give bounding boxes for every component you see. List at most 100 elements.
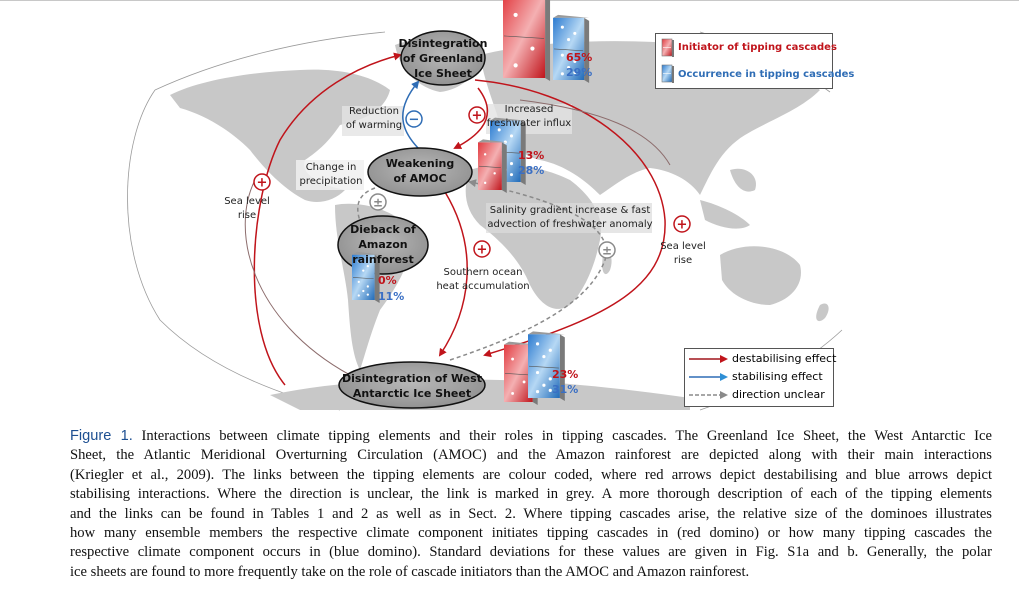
label-bg-reduction: [342, 106, 404, 136]
node-greenland-label: Disintegration of Greenland Ice Sheet: [396, 36, 490, 81]
label-line: Sea level: [224, 196, 270, 207]
label-bg-salinity: [486, 203, 652, 233]
label-line: freshwater influx: [486, 118, 572, 129]
arrow-salinity: [449, 179, 607, 361]
legend-arrow-icons: [689, 355, 728, 399]
caption-line: (Kriegler et al., 2009). The links betwe…: [70, 466, 992, 483]
sign-plus-sea-level-left: +: [253, 173, 271, 191]
svg-text:+: +: [257, 176, 268, 191]
pct-amoc-initiator: 13%: [518, 149, 545, 162]
svg-text:+: +: [677, 218, 688, 233]
node-greenland-line-3: Ice Sheet: [414, 67, 472, 80]
node-amoc-line-1: Weakening: [385, 157, 455, 170]
label-line: rise: [237, 210, 257, 221]
caption-line: how many ensemble members the respective…: [70, 525, 992, 542]
label-line: Reduction: [349, 106, 399, 117]
globe-outline: [127, 31, 843, 411]
label-line: heat accumulation: [436, 281, 530, 292]
red-domino-legend-icon: [661, 38, 674, 57]
domino-amazon-occurrence: [352, 251, 380, 303]
label-sea-level-rise-left: Sea level rise: [222, 195, 272, 223]
svg-text:±: ±: [602, 244, 612, 258]
pct-wais-initiator: 23%: [552, 368, 579, 381]
pct-wais-occurrence: 31%: [552, 383, 579, 396]
label-line: Salinity gradient increase & fast: [489, 205, 651, 216]
svg-text:+: +: [477, 243, 488, 258]
arrow-sea-level-right: [474, 79, 666, 358]
node-wais-label: Disintegration of West Antarctic Ice She…: [340, 371, 484, 401]
legend-destabilising-label: destabilising effect: [732, 352, 837, 365]
caption-line: Sheet, the Atlantic Meridional Overturni…: [70, 447, 992, 464]
tipping-elements-figure: + − + ± + ± + Disintegration: [127, 0, 854, 411]
pct-amazon-initiator: 0%: [378, 274, 397, 287]
svg-text:−: −: [409, 113, 420, 128]
node-wais-line-1: Disintegration of West: [342, 372, 482, 385]
label-line: rise: [673, 255, 693, 266]
arrow-sea-level-left: [253, 52, 402, 386]
node-wais-line-2: Antarctic Ice Sheet: [352, 387, 472, 400]
legend-stabilising-label: stabilising effect: [732, 370, 823, 383]
caption-line: Figure 1. Interactions between climate t…: [70, 427, 992, 446]
label-bg-precipitation: [296, 160, 364, 190]
legend-unclear-label: direction unclear: [732, 388, 825, 401]
label-line: Change in: [305, 162, 357, 173]
label-line: of warming: [345, 120, 403, 131]
pct-greenland-initiator: 65%: [566, 51, 593, 64]
legend-initiator-label: Initiator of tipping cascades: [678, 42, 837, 53]
svg-text:+: +: [472, 109, 483, 124]
node-wais: [338, 361, 486, 409]
legend-domino: Initiator of tipping cascades Occurrence…: [655, 33, 854, 89]
node-amoc-label: Weakening of AMOC: [370, 156, 470, 186]
domino-group: [352, 0, 590, 405]
label-salinity-gradient: Salinity gradient increase & fast advect…: [484, 204, 656, 232]
pct-amoc-occurrence: 28%: [518, 164, 545, 177]
pct-greenland-occurrence: 29%: [566, 66, 593, 79]
label-line: Southern ocean: [443, 267, 523, 278]
label-change-in-precipitation: Change in precipitation: [295, 161, 367, 189]
sign-plus-southern-ocean: +: [473, 240, 491, 258]
caption-text: Interactions between climate tipping ele…: [132, 428, 992, 444]
arrow-freshwater: [453, 87, 489, 149]
node-amazon-line-3: rainforest: [352, 253, 414, 266]
sign-plus-sea-level-right: +: [673, 215, 691, 233]
node-amoc-line-2: of AMOC: [393, 172, 447, 185]
figure-caption: Figure 1. Interactions between climate t…: [70, 427, 992, 582]
arrow-southern-ocean: [438, 191, 468, 357]
domino-greenland-occurrence: [553, 14, 590, 84]
node-amazon-line-2: Amazon: [358, 238, 408, 251]
caption-line: respective climate component occurs in (…: [70, 544, 992, 561]
figure-canvas: + − + ± + ± +: [127, 0, 843, 411]
sign-minus-reduction-warming: −: [405, 110, 423, 128]
svg-text:±: ±: [373, 196, 383, 210]
figure-label: Figure 1.: [70, 428, 133, 444]
label-line: Sea level: [660, 241, 706, 252]
label-freshwater-influx: Increased freshwater influx: [482, 103, 576, 131]
node-amoc: [367, 147, 473, 197]
domino-wais-occurrence: [528, 331, 565, 401]
label-southern-ocean-heat: Southern ocean heat accumulation: [434, 266, 532, 294]
node-amazon-label: Dieback of Amazon rainforest: [338, 222, 428, 267]
node-greenland: [400, 30, 486, 86]
label-reduction-of-warming: Reduction of warming: [340, 105, 408, 133]
label-sea-level-rise-right: Sea level rise: [658, 240, 708, 268]
domino-greenland-initiator: [503, 0, 551, 81]
caption-line: and the links can be found in Tables 1 a…: [70, 505, 992, 522]
node-greenland-line-2: of Greenland: [402, 52, 484, 65]
sign-plus-freshwater: +: [468, 106, 486, 124]
arrow-reduction-warming: [402, 80, 421, 151]
legend-arrows: destabilising effect stabilising effect …: [684, 348, 837, 407]
sign-plusminus-salinity: ±: [598, 241, 616, 259]
node-greenland-line-1: Disintegration: [398, 37, 488, 50]
label-line: Increased: [504, 104, 554, 115]
blue-domino-legend-icon: [661, 64, 674, 83]
caption-line: stabilising interactions. Where the dire…: [70, 486, 992, 503]
sign-plusminus-precipitation: ±: [369, 193, 387, 211]
domino-amoc-initiator: [478, 139, 507, 193]
caption-line: ice sheets are found to more frequently …: [70, 563, 750, 580]
arc-left-grey: [244, 179, 351, 376]
label-line: advection of freshwater anomaly: [487, 219, 653, 230]
label-line: precipitation: [299, 176, 363, 187]
pct-amazon-occurrence: 11%: [378, 290, 405, 303]
arc-right-grey: [519, 99, 671, 166]
node-amazon-line-1: Dieback of: [350, 223, 416, 236]
